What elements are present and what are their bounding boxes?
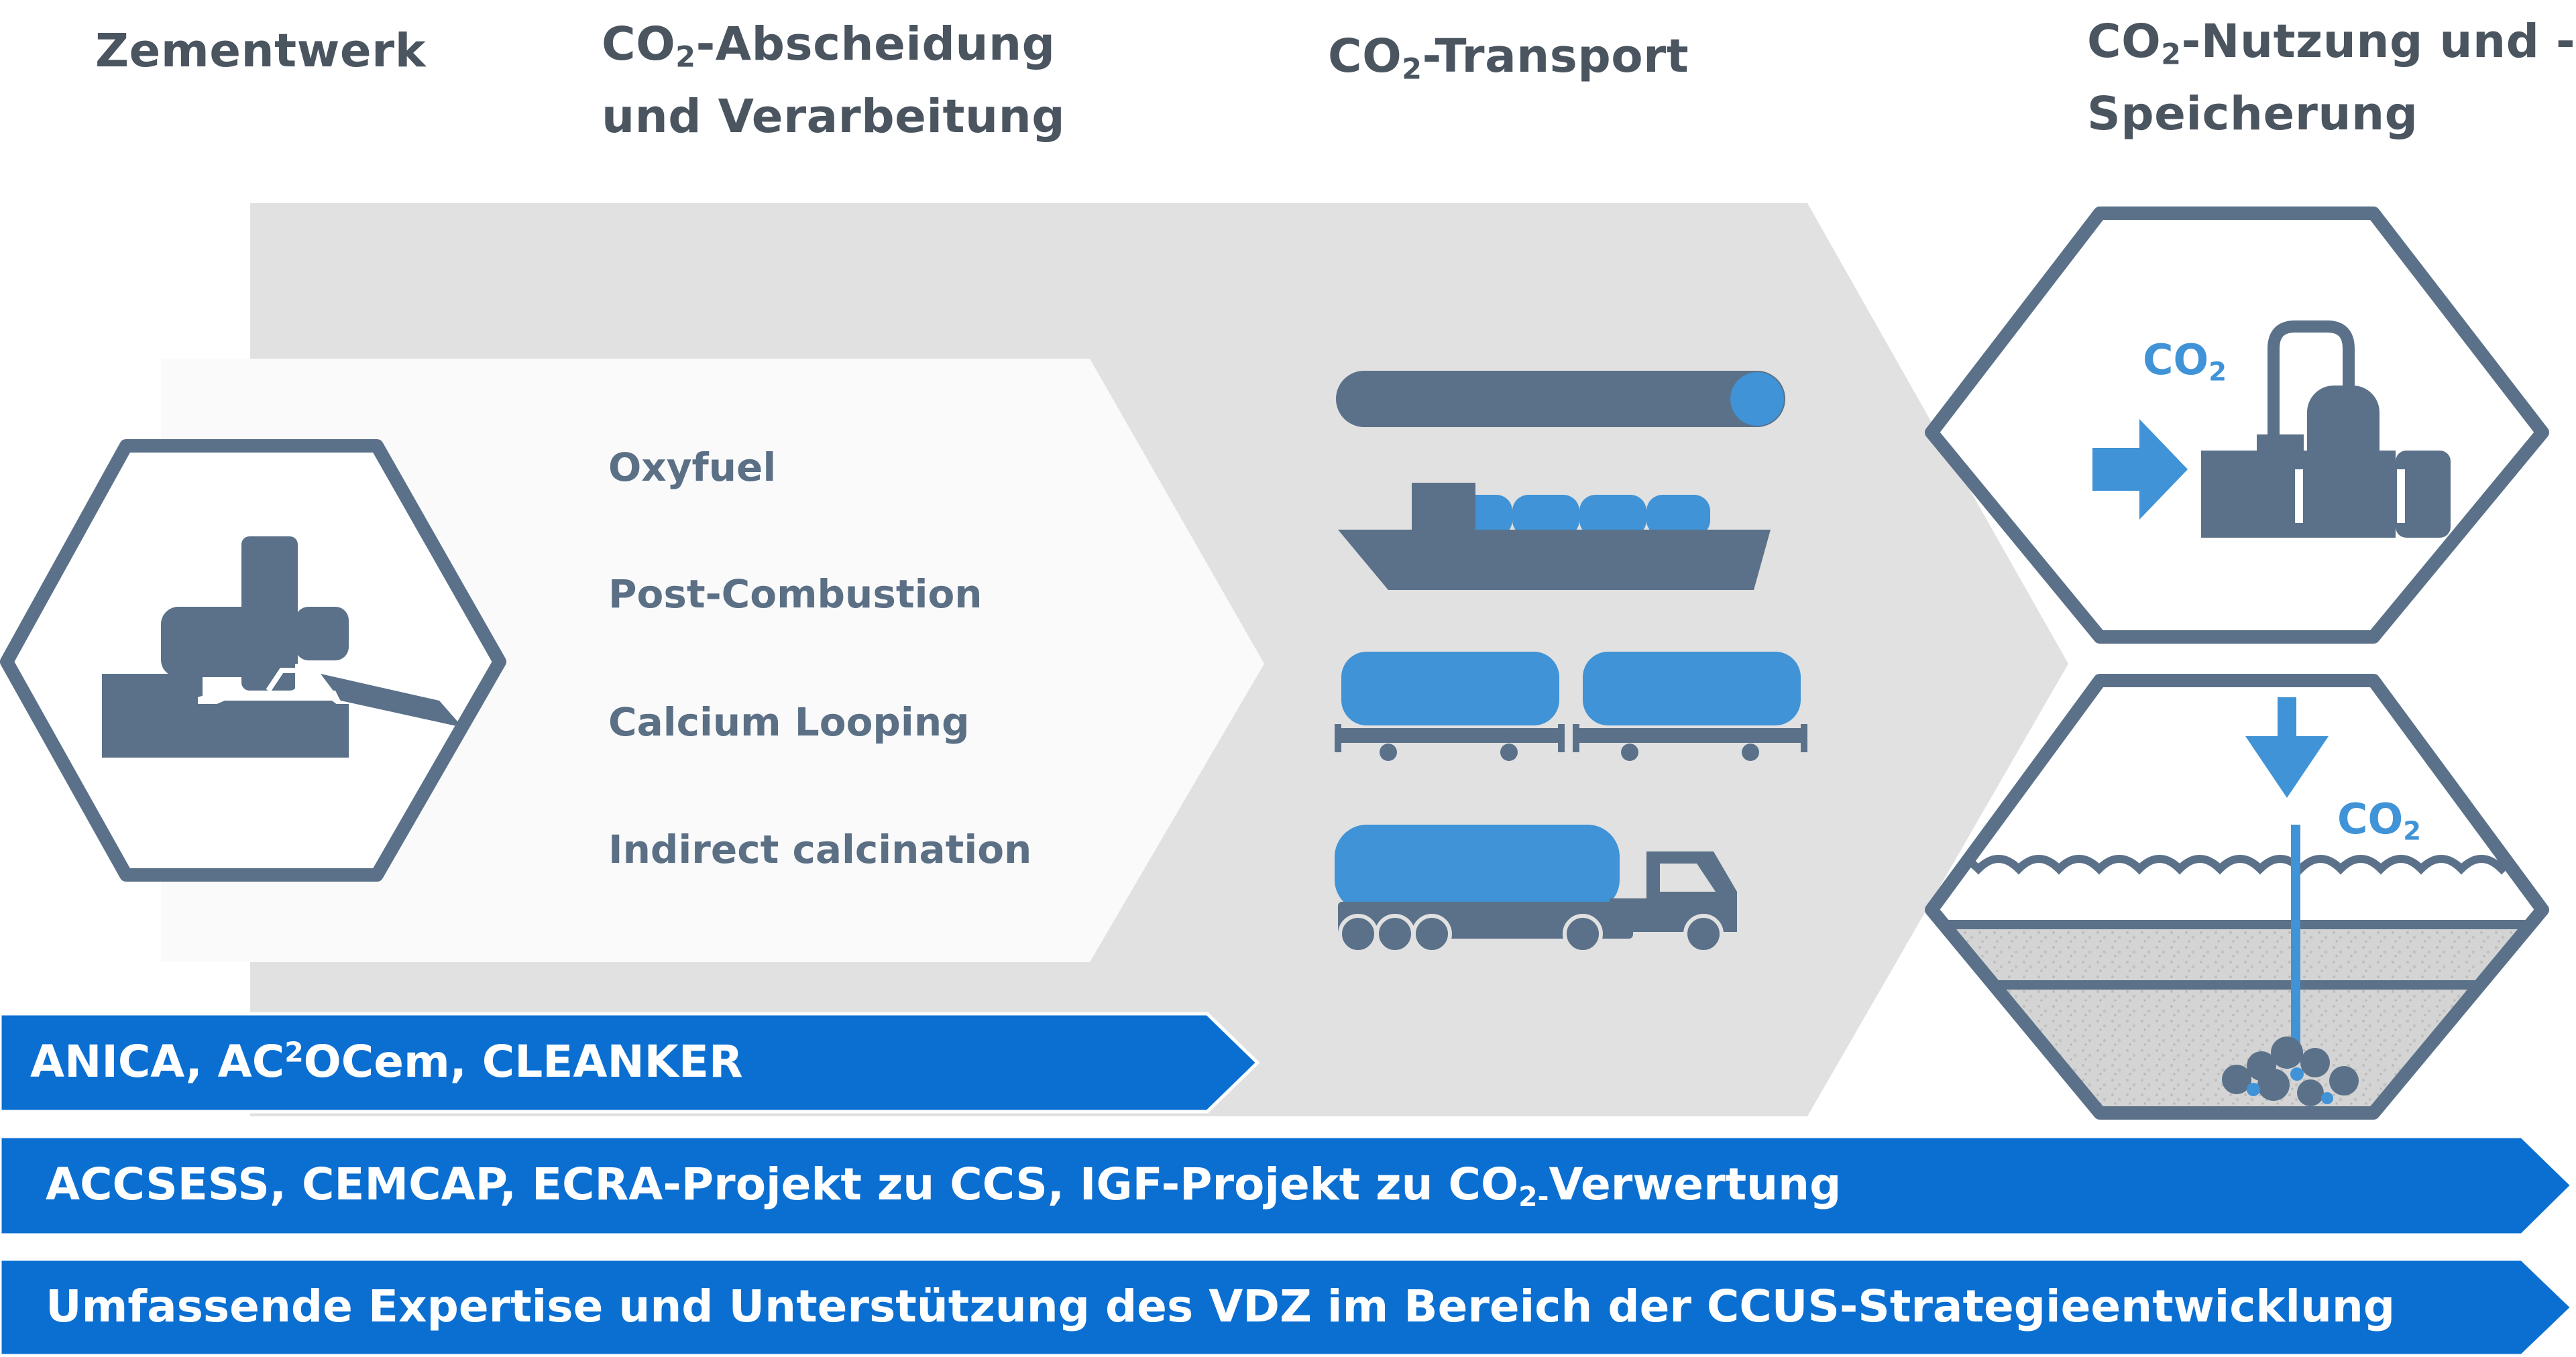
banner-expertise: Umfassende Expertise und Unterstützung d… — [46, 1281, 2396, 1332]
header-transport: CO2-Transport — [1328, 30, 1689, 86]
capture-chevron — [161, 359, 1264, 962]
pipeline-icon — [1336, 371, 1785, 427]
cement-plant-icon — [0, 439, 506, 882]
co2-storage-label: CO2 — [2337, 794, 2421, 847]
rail-tank-wagon-icon — [1335, 652, 1807, 761]
method-calcium-looping: Calcium Looping — [608, 699, 970, 745]
header-capture: CO2-Abscheidung und Verarbeitung — [602, 17, 1066, 143]
banner-capture-projects-shape — [0, 1012, 1260, 1114]
banner-all-projects-shape — [0, 1134, 2575, 1237]
ship-icon — [1338, 483, 1771, 590]
header-plant: Zementwerk — [95, 24, 427, 78]
method-post-combustion: Post-Combustion — [608, 571, 983, 617]
method-indirect-calcination: Indirect calcination — [608, 827, 1032, 872]
co2-utilization-icon — [1925, 206, 2549, 644]
method-oxyfuel: Oxyfuel — [608, 445, 777, 490]
tank-truck-icon — [1335, 825, 1737, 954]
banner-all-projects: ACCSESS, CEMCAP, ECRA-Projekt zu CCS, IG… — [46, 1159, 1842, 1214]
co2-utilization-label: CO2 — [2143, 335, 2227, 388]
banner-capture-projects: ANICA, AC2OCem, CLEANKER — [30, 1036, 743, 1087]
banner-expertise-shape — [0, 1257, 2575, 1357]
header-usage: CO2-Nutzung und - Speicherung — [2087, 15, 2576, 141]
